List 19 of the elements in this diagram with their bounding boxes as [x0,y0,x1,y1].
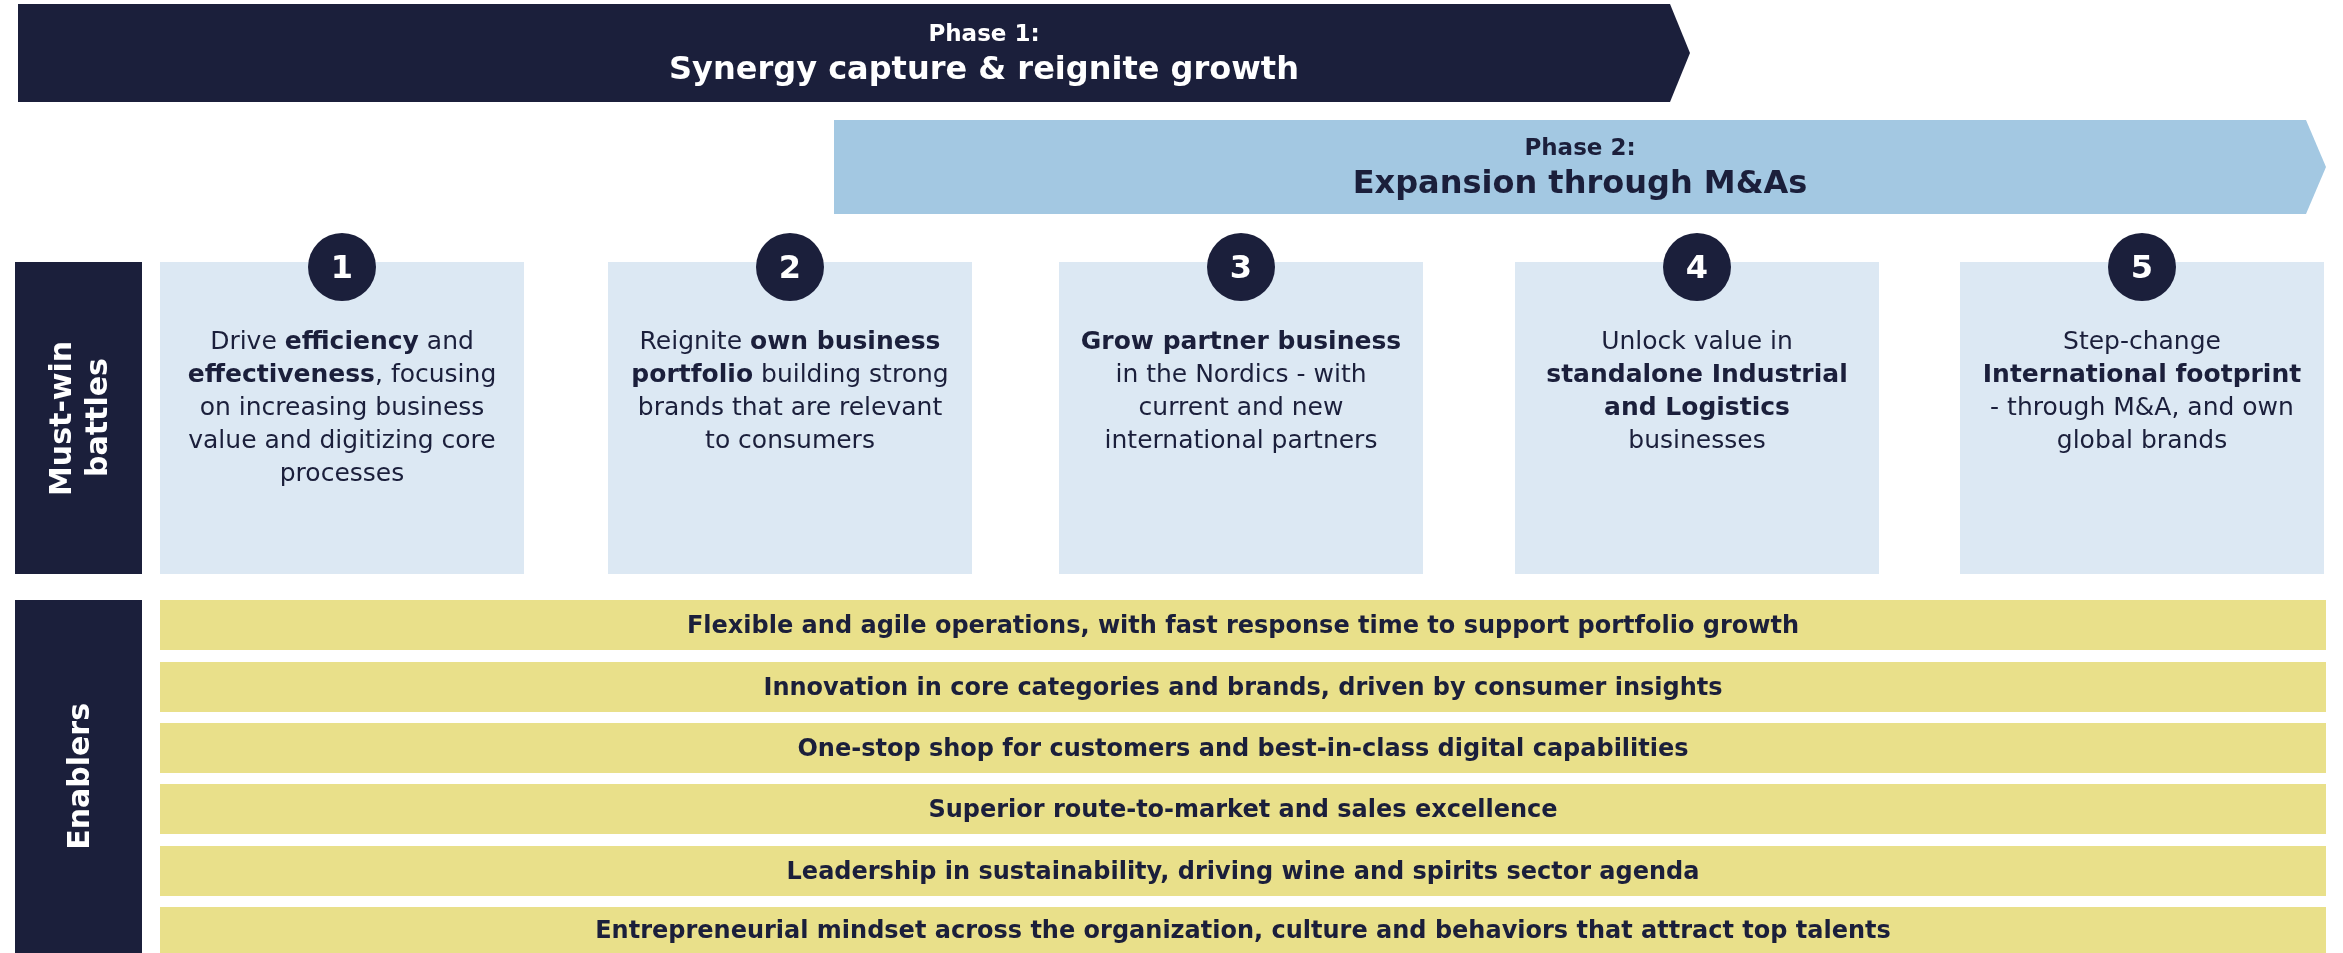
phase-label: Phase 1: [928,19,1040,48]
number-badge: 1 [308,233,376,301]
enabler-bar: Entrepreneurial mindset across the organization, culture and behaviors that attract top talents [160,907,2326,953]
enabler-bar: Flexible and agile operations, with fast response time to support portfolio growth [160,600,2326,650]
number-badge: 3 [1207,233,1275,301]
enabler-bar: Superior route-to-market and sales excellence [160,784,2326,834]
number-badge: 2 [756,233,824,301]
enabler-bar: Innovation in core categories and brands, driven by consumer insights [160,662,2326,712]
enabler-bar: One-stop shop for customers and best-in-class digital capabilities [160,723,2326,773]
phase-label: Phase 2: [1524,133,1636,162]
phase-title: Synergy capture & reignite growth [669,48,1299,88]
enabler-bar: Leadership in sustainability, driving wine and spirits sector agenda [160,846,2326,896]
section-label: Enablers [15,600,142,953]
number-badge: 5 [2108,233,2176,301]
section-label: Must-win battles [15,262,142,574]
phase-banner [18,4,1690,102]
phase-banner [834,120,2326,214]
phase-title: Expansion through M&As [1352,162,1808,202]
number-badge: 4 [1663,233,1731,301]
